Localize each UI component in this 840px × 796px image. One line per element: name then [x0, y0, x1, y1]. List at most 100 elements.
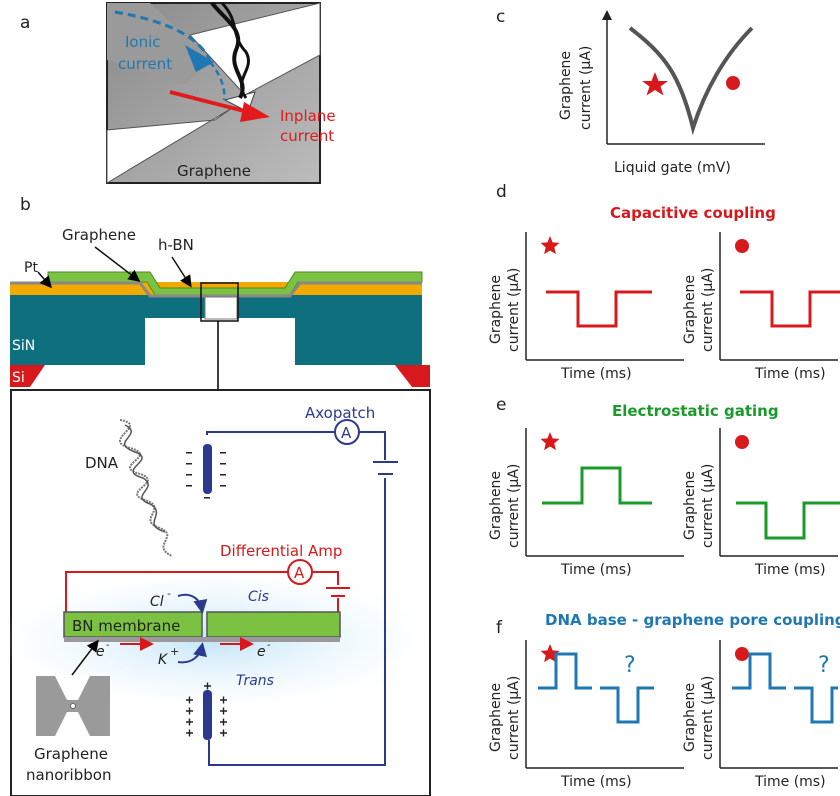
- inplane-current-arrowhead: [240, 102, 270, 122]
- diffamp-ammeter: [287, 559, 313, 585]
- axopatch-label: Axopatch: [305, 404, 375, 422]
- panel-c: c Graphene current (μA) Liquid gate (mV): [496, 7, 765, 176]
- panel-d-ylabel-2-0: current (μA): [506, 268, 522, 352]
- cis-electrode-charges: [186, 452, 226, 499]
- panel-d-xlabel-1: Time (ms): [754, 366, 826, 382]
- panel-e-ylabel-2-0: current (μA): [506, 464, 522, 548]
- ionic-current-label-2: current: [118, 55, 172, 73]
- pt-label: Pt: [24, 260, 38, 276]
- ionic-current-path: [114, 10, 212, 61]
- nanoribbon-label-1: Graphene: [34, 745, 108, 763]
- trans-label: Trans: [236, 673, 274, 689]
- diffamp-ammeter-label: A: [294, 564, 305, 582]
- zoom-box: [200, 282, 239, 322]
- sin-window: [145, 318, 295, 368]
- panel-c-xlabel: Liquid gate (mV): [614, 160, 731, 176]
- inplane-current-path: [169, 90, 249, 114]
- panel-e-ylabel-1-1: Graphene: [682, 471, 698, 540]
- panel-d-xlabel-0: Time (ms): [560, 366, 632, 382]
- cl-label: Cl: [150, 594, 164, 610]
- graphene-pointer: [94, 246, 141, 282]
- ionic-current-label-1: Ionic: [125, 33, 161, 51]
- star-icon: [642, 72, 668, 96]
- dot-icon: [726, 76, 740, 90]
- nanoribbon-pointer: [71, 639, 99, 676]
- ionic-current-arrowhead: [185, 45, 214, 72]
- signal-trace-e-1: [736, 501, 840, 540]
- panel-d-title: Capacitive coupling: [610, 204, 776, 222]
- k-charge: +: [170, 645, 179, 658]
- panel-c-ylabel-2: current (μA): [578, 46, 594, 130]
- graphene-label-b: Graphene: [62, 226, 136, 244]
- electron-charge-right: -: [267, 640, 271, 651]
- device-cross-section: [10, 246, 430, 401]
- bn-membrane-right: [206, 611, 341, 638]
- panel-f-xlabel-0: Time (ms): [560, 774, 632, 790]
- signal-trace-f-down-1: [794, 686, 838, 724]
- panel-c-ylabel-1: Graphene: [558, 51, 574, 120]
- panel-e-ylabel-1-0: Graphene: [488, 471, 504, 540]
- question-mark-1: ?: [818, 653, 830, 678]
- panel-b-letter: b: [20, 195, 31, 215]
- panel-e-title: Electrostatic gating: [612, 402, 779, 420]
- differential-amp-label: Differential Amp: [220, 542, 342, 560]
- cl-arrow: [177, 593, 208, 614]
- k-arrow: [177, 642, 207, 664]
- signal-panels: d Capacitive coupling e Electrostatic ga…: [488, 182, 840, 790]
- electron-label-left: e: [96, 644, 105, 660]
- axopatch-ammeter-label: A: [341, 424, 352, 442]
- hbn-layer: [10, 281, 422, 298]
- panel-e-letter: e: [496, 395, 506, 415]
- panel-f-ylabel-1-1: Graphene: [682, 683, 698, 752]
- panel-f-ylabel-1-0: Graphene: [488, 683, 504, 752]
- pt-pointer: [37, 271, 52, 289]
- panel-e-xlabel-1: Time (ms): [754, 562, 826, 578]
- panel-d-ylabel-1-1: Graphene: [682, 275, 698, 344]
- panel-f-title: DNA base - graphene pore coupling: [545, 611, 840, 629]
- star-icon: [540, 432, 560, 451]
- panel-e-xlabel-0: Time (ms): [560, 562, 632, 578]
- hbn-pointer: [171, 256, 192, 288]
- axopatch-wire-top: [206, 431, 335, 435]
- signal-trace-d-1: [740, 290, 840, 328]
- question-mark-0: ?: [624, 653, 636, 678]
- si-label: Si: [12, 370, 25, 386]
- panel-a-illustration: [106, 1, 321, 184]
- graphene-label-a: Graphene: [177, 162, 251, 180]
- dot-icon: [735, 239, 749, 253]
- star-icon: [540, 236, 560, 255]
- electron-label-right: e: [257, 644, 266, 660]
- panel-e-ylabel-2-1: current (μA): [700, 464, 716, 548]
- bn-membrane-label: BN membrane: [72, 617, 180, 635]
- panel-f-ylabel-2-1: current (μA): [700, 676, 716, 760]
- panel-d-ylabel-1-0: Graphene: [488, 275, 504, 344]
- trans-electrode: [203, 690, 212, 740]
- panel-b: b Graphene h-BN Pt SiN Si: [0, 195, 435, 796]
- dna-strand: [119, 419, 173, 557]
- panel-a: a Ionic current Inplane current Graphene: [20, 1, 336, 184]
- axopatch-ammeter: [334, 419, 360, 445]
- signal-trace-f-up-1: [732, 652, 786, 690]
- si-left: [10, 365, 45, 387]
- zoomed-schematic: A Axopatch DNA: [0, 389, 435, 796]
- cis-electrode: [203, 444, 212, 494]
- panel-c-letter: c: [496, 7, 505, 27]
- si-right: [395, 365, 430, 387]
- panel-a-letter: a: [20, 13, 30, 33]
- k-label: K: [158, 652, 169, 668]
- hbn-label: h-BN: [158, 236, 194, 254]
- panel-d-letter: d: [496, 182, 507, 202]
- inplane-current-label-1: Inplane: [280, 107, 336, 125]
- panel-d-ylabel-2-1: current (μA): [700, 268, 716, 352]
- signal-trace-e-0: [542, 466, 652, 505]
- nanoribbon-label-2: nanoribbon: [26, 766, 111, 784]
- dot-icon: [735, 435, 749, 449]
- signal-trace-f-up-0: [538, 652, 592, 690]
- sin-label: SiN: [12, 338, 35, 354]
- trans-electrode-charges: [186, 682, 227, 737]
- signal-trace-d-0: [546, 290, 652, 328]
- dot-icon: [735, 647, 749, 661]
- dna-label: DNA: [85, 454, 119, 472]
- cis-label: Cis: [248, 589, 269, 605]
